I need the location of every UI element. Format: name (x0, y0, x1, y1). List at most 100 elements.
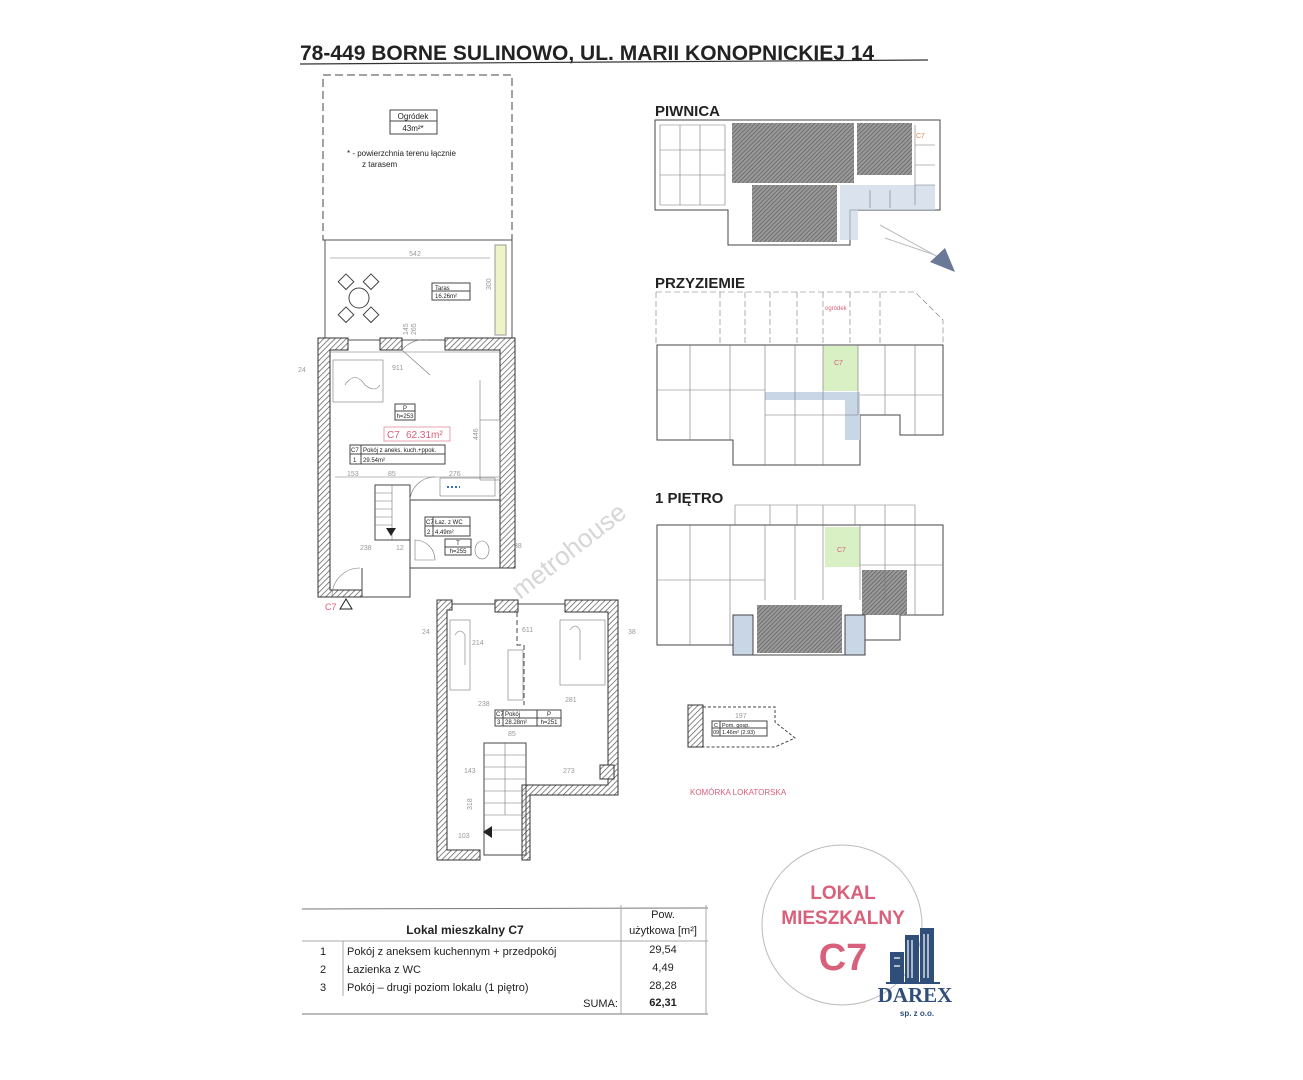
dim-24: 24 (298, 367, 306, 374)
room2-height: h=255 (450, 549, 468, 555)
row-no: 2 (320, 964, 326, 976)
garden-note-1: * - powierzchnia terenu łącznie (347, 149, 456, 158)
room3-height: h=251 (541, 720, 559, 726)
entrance-triangle-icon (339, 598, 353, 610)
storage-room-plan: 197 C Pom. gosp. 09 1.46m² (2.93) (687, 704, 796, 748)
terrace-width-dim: 542 (409, 251, 421, 258)
toilet-icon (474, 540, 490, 560)
dim-12: 12 (396, 545, 404, 552)
dim-446: 446 (473, 428, 480, 440)
garden-note-2: z tarasem (362, 160, 397, 169)
document-title: 78-449 BORNE SULINOWO, UL. MARII KONOPNI… (300, 42, 874, 65)
basement-title: PIWNICA (655, 103, 720, 120)
table-row: 3 Pokój – drugi poziom lokalu (1 piętro)… (320, 980, 677, 994)
garden-area: Ogródek 43m²* * - powierzchnia terenu łą… (322, 74, 513, 241)
dim-85: 85 (388, 471, 396, 478)
dim-911: 911 (392, 365, 403, 372)
north-arrow-icon (879, 224, 955, 272)
terrace: 542 300 145 265 Taras 16.26m² (324, 239, 513, 341)
terrace-dim-a: 145 (403, 323, 410, 335)
room2-area: 4.49m² (435, 530, 454, 536)
terrace-area: 16.26m² (435, 294, 457, 300)
ground-level-plan: ogródek C7 (655, 291, 944, 466)
stamp-line-3: C7 (819, 937, 868, 979)
ff-dim-281: 281 (565, 697, 577, 704)
stairs-icon (374, 484, 411, 541)
storage-name: Pom. gosp. (722, 723, 750, 729)
ground-height-code: P (403, 406, 407, 412)
dim-238: 238 (360, 545, 372, 552)
row-area: 4,49 (652, 962, 673, 974)
sofa-icon (332, 359, 384, 403)
row-name: Łazienka z WC (347, 964, 421, 976)
storage-caption: KOMÓRKA LOKATORSKA (690, 788, 787, 797)
room3-no: 3 (497, 720, 501, 726)
unit-area: 62.31m² (406, 430, 443, 441)
ground-garden-label: ogródek (825, 306, 848, 312)
storage-no: 09 (713, 730, 719, 736)
storage-area: 1.46m² (2.93) (722, 730, 755, 736)
logo-name: DAREX (878, 983, 953, 1007)
dim-276: 276 (449, 471, 461, 478)
row-area: 29,54 (649, 944, 677, 956)
ground-height: h=253 (397, 414, 415, 420)
table-row: 1 Pokój z aneksem kuchennym + przedpokój… (320, 944, 677, 958)
row-name: Pokój – drugi poziom lokalu (1 piętro) (347, 982, 529, 994)
terrace-label: Taras (435, 286, 450, 292)
room3-height-code: P (547, 712, 551, 718)
room2-name: Łaz. z WC (435, 520, 463, 526)
ff-dim-103: 103 (458, 833, 470, 840)
table-row: 2 Łazienka z WC 4,49 (320, 962, 674, 976)
ff-dim-143: 143 (464, 768, 476, 775)
ground-unit-marker: C7 (834, 360, 843, 367)
table-title: Lokal mieszkalny C7 (406, 923, 524, 937)
room1-area: 29.54m² (363, 458, 385, 464)
terrace-depth-dim: 300 (486, 278, 493, 290)
row-area: 28,28 (649, 980, 677, 992)
ff-dim-38: 38 (628, 629, 636, 636)
patio-table-icon (337, 273, 380, 324)
sum-label: SUMA: (583, 998, 618, 1010)
room1-no: 1 (353, 458, 357, 464)
storage-code: C (714, 723, 718, 729)
bed-icon (449, 619, 606, 691)
stamp-line-2: MIESZKALNY (781, 908, 905, 929)
basement-plan: C7 (654, 119, 941, 246)
table-col-header-1: Pow. (651, 909, 675, 921)
first-level-title: 1 PIĘTRO (655, 490, 724, 507)
first-level-plan: C7 (656, 504, 944, 656)
ff-dim-85: 85 (508, 731, 516, 738)
watermark: metrohouse (505, 497, 632, 605)
logo-sub: sp. z o.o. (900, 1009, 934, 1018)
room2-height-code: T (456, 541, 460, 547)
ff-dim-611: 611 (522, 627, 533, 634)
sum-value: 62,31 (649, 997, 677, 1009)
dim-38: 38 (514, 543, 522, 550)
stairs-icon (483, 742, 527, 856)
ground-level-title: PRZYZIEMIE (655, 275, 745, 292)
room2-no: 2 (427, 530, 431, 536)
stamp-line-1: LOKAL (810, 883, 876, 904)
room3-code: C7 (496, 712, 504, 718)
unit-label: C7 (387, 430, 400, 441)
room1-name: Pokój z aneks. kuch.+ppok. (363, 448, 437, 454)
first-floor-plan: 611 214 238 281 273 143 318 103 85 24 38… (422, 599, 636, 861)
ff-dim-24: 24 (422, 629, 430, 636)
row-name: Pokój z aneksem kuchennym + przedpokój (347, 946, 556, 958)
title-underline (299, 59, 929, 65)
darex-logo: DAREX sp. z o.o. (878, 928, 953, 1018)
storage-dim: 197 (735, 713, 747, 720)
garden-area-value: 43m²* (402, 124, 423, 133)
ff-dim-318: 318 (467, 798, 474, 810)
garden-label: Ogródek (398, 112, 430, 121)
area-table: Lokal mieszkalny C7 Pow. użytkowa [m²] 1… (301, 905, 709, 1015)
room2-code: C7 (426, 520, 434, 526)
ff-dim-238: 238 (478, 701, 490, 708)
table-col-header-2: użytkowa [m²] (629, 925, 697, 937)
terrace-dim-b: 265 (411, 323, 418, 335)
dim-153: 153 (347, 471, 359, 478)
row-no: 1 (320, 946, 326, 958)
unit-stamp: LOKAL MIESZKALNY C7 (761, 844, 923, 1006)
basement-unit-marker: C7 (916, 133, 925, 140)
